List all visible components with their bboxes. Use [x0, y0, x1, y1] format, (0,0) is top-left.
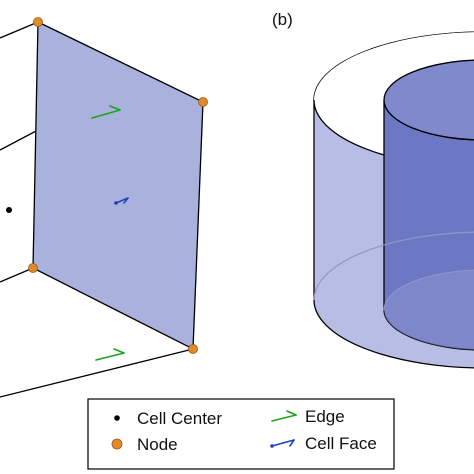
- inner-cylinder-top: [383, 59, 474, 141]
- blue-arrow-icon: [270, 439, 295, 448]
- green-arrow-icon: [271, 410, 297, 422]
- cube-edge-upper-left: [0, 129, 39, 151]
- outer-bottom-ellipse: [313, 231, 474, 301]
- legend: Cell Center Node Edge Cell Face: [87, 398, 395, 470]
- cell-face-arrow: [114, 197, 129, 205]
- panel-a: [0, 17, 208, 398]
- orange-dot-icon: [111, 438, 123, 450]
- legend-box: [87, 398, 395, 470]
- cell-center-marker: [6, 207, 12, 213]
- legend-label-cell-center: Cell Center: [137, 409, 222, 428]
- node-marker: [28, 263, 38, 273]
- black-dot-icon: [114, 415, 120, 421]
- panel-b-label: (b): [272, 10, 293, 29]
- inner-bottom-face: [384, 270, 474, 350]
- legend-label-node: Node: [137, 435, 178, 454]
- cube-edge-lower-left: [0, 267, 34, 283]
- legend-label-edge: Edge: [305, 407, 345, 426]
- cube-edge-top: [0, 21, 39, 39]
- cube-edge-bottom: [0, 348, 194, 398]
- node-marker: [198, 97, 208, 107]
- panel-b: (b): [272, 10, 474, 369]
- node-marker: [188, 344, 198, 354]
- edge-arrow: [95, 348, 125, 361]
- legend-label-cell-face: Cell Face: [305, 434, 377, 453]
- cell-face: [32, 20, 204, 351]
- node-marker: [33, 17, 43, 27]
- edge-arrow: [91, 105, 121, 119]
